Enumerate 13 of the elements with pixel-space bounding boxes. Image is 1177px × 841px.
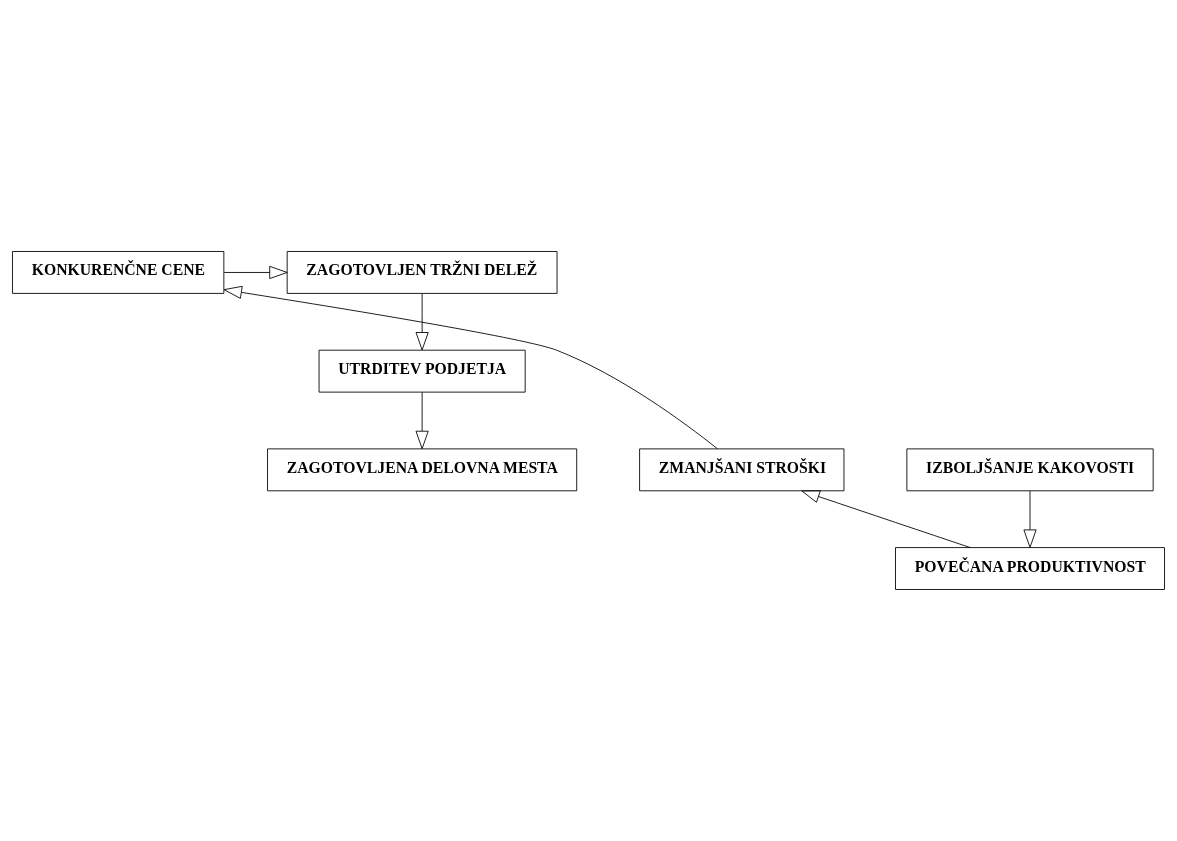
node-box: ZAGOTOVLJEN TRŽNI DELEŽ <box>286 251 558 294</box>
arrow <box>415 391 429 450</box>
arrow <box>1023 490 1037 548</box>
node-box: IZBOLJŠANJE KAKOVOSTI <box>906 448 1154 492</box>
node-box: POVEČANA PRODUKTIVNOST <box>895 547 1165 590</box>
arrow <box>801 490 971 548</box>
node-box: KONKURENČNE CENE <box>12 251 225 294</box>
node-box: ZAGOTOVLJENA DELOVNA MESTA <box>267 448 578 492</box>
arrow <box>223 285 718 450</box>
node-box: ZMANJŠANI STROŠKI <box>639 448 845 492</box>
arrow <box>415 293 429 351</box>
node-box: UTRDITEV PODJETJA <box>318 349 526 393</box>
arrow <box>223 265 288 279</box>
